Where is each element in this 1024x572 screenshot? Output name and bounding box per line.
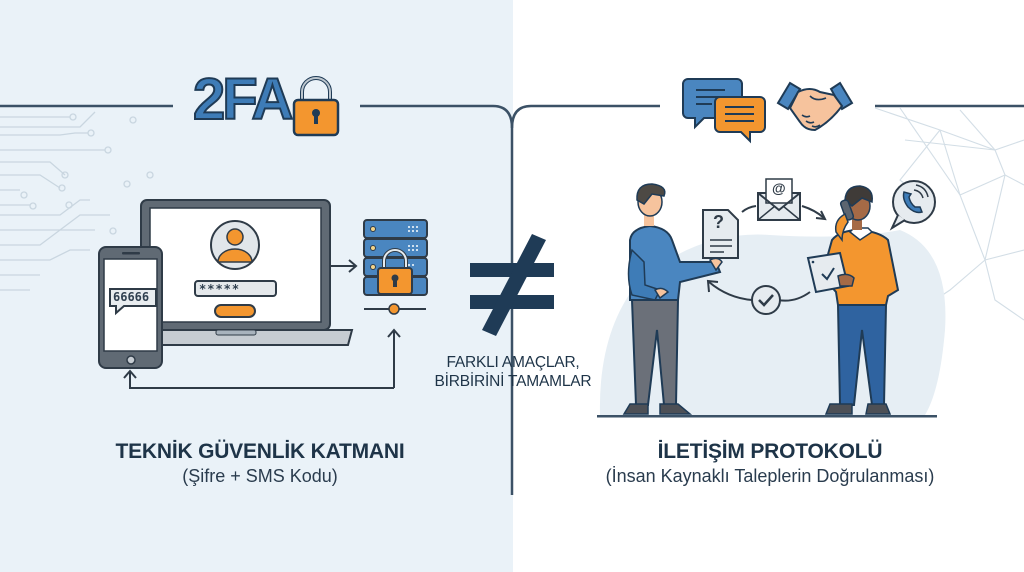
server-node-dot [388,303,400,315]
question-document-icon [702,209,739,259]
right-panel-title: İLETİŞİM PROTOKOLÜ [657,440,883,463]
laptop-icon [130,199,354,346]
frame-lines [0,104,1024,495]
phone-icon [98,246,163,369]
handshake-icon [776,81,854,132]
center-note-line-2: BİRBİRİNİ TAMAMLAR [434,373,592,390]
exchange-arrows [706,205,827,302]
chat-bubbles-icon [682,78,766,144]
check-circle-icon [751,285,781,315]
sms-code-text: 66666 [113,290,150,304]
center-note-line-1: FARKLI AMAÇLAR, [446,354,580,371]
phone-call-bubble-icon [889,180,936,231]
circuit-pattern [0,111,154,291]
email-envelope-icon [757,178,801,221]
2fa-badge-text: 2FA [192,66,294,133]
ground-line [597,415,937,418]
left-panel-title: TEKNİK GÜVENLİK KATMANI [115,440,405,463]
not-equal-icon [470,234,554,336]
question-mark-glyph: ? [713,212,724,232]
right-panel-subtitle: (İnsan Kaynaklı Taleplerin Doğrulanması) [605,466,935,486]
password-field-mask: ***** [199,282,241,296]
person-left-illustration [622,183,723,415]
person-right-illustration [806,185,900,415]
lock-icon-2fa [292,76,340,137]
left-panel-subtitle: (Şifre + SMS Kodu) [182,466,338,486]
center-note: FARKLI AMAÇLAR, BİRBİRİNİ TAMAMLAR [420,353,606,391]
email-at-glyph: @ [772,180,786,196]
server-icon [363,219,428,296]
